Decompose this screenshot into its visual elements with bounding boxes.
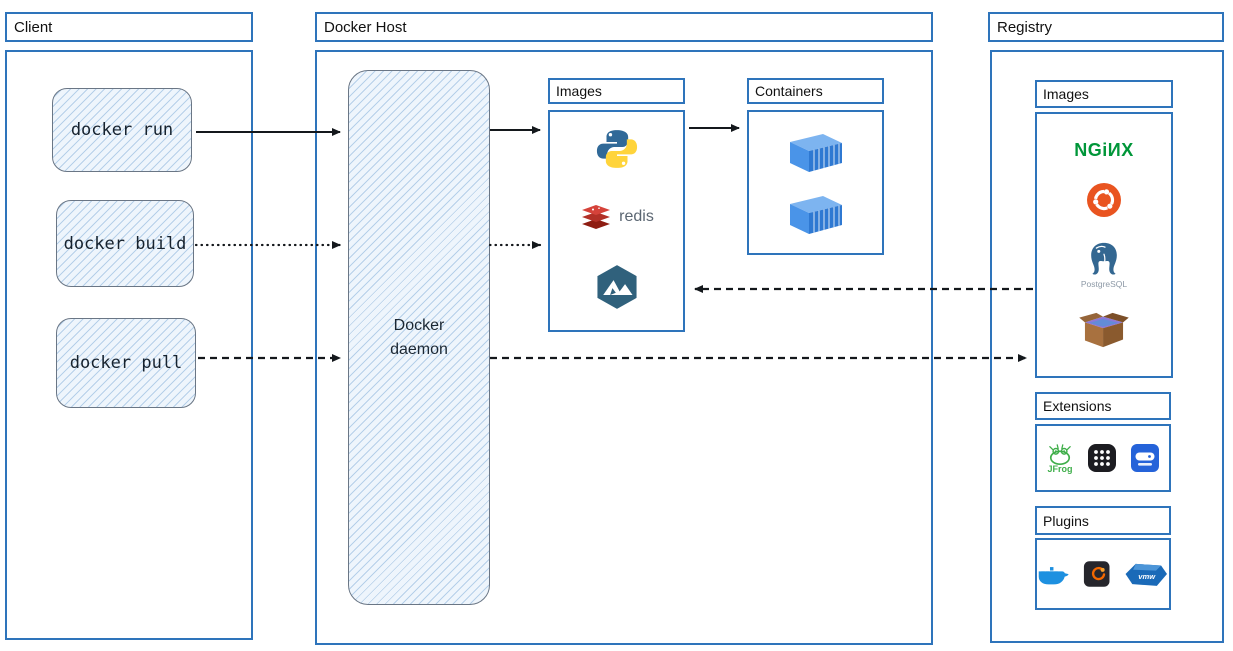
ubuntu-icon [1087,183,1121,218]
jfrog-logo: JFrog [1046,443,1074,474]
grafana-icon [1083,561,1110,587]
plugins-title-bar: Plugins [1035,506,1171,535]
postgresql-logo: PostgreSQL [1081,240,1127,289]
vmware-icon: vmw [1125,563,1168,586]
registry-images-title-bar: Images [1035,80,1173,108]
registry-images-box: NGiИX PostgreSQL [1035,112,1173,378]
containers-title-label: Containers [755,83,823,99]
registry-title-label: Registry [997,18,1053,36]
docker-build-box: docker build [56,200,194,287]
alpine-icon [596,265,637,309]
postgresql-label: PostgreSQL [1080,278,1128,289]
docker-run-label: docker run [70,120,174,140]
redis-icon [582,204,611,229]
containers-title-bar: Containers [747,78,884,104]
nginx-wordmark: NGiИX [1074,139,1134,160]
docker-daemon-label: Docker daemon [390,316,448,358]
host-images-title-bar: Images [548,78,685,104]
plugins-box: vmw [1035,538,1171,610]
extensions-box: JFrog [1035,424,1171,492]
extensions-title-label: Extensions [1043,398,1112,414]
redis-logo: redis [579,204,654,231]
postgresql-icon [1091,242,1117,275]
host-images-box: redis [548,110,685,332]
jfrog-label: JFrog [1047,463,1073,474]
extensions-title-bar: Extensions [1035,392,1171,420]
python-icon [596,130,637,168]
docker-pull-box: docker pull [56,318,196,408]
disk-usage-icon [1131,444,1159,472]
plugins-title-label: Plugins [1043,512,1089,529]
host-images-title-label: Images [556,83,602,99]
client-panel-title: Client [5,12,253,42]
container-icon [789,195,842,234]
registry-images-title-label: Images [1043,86,1089,102]
registry-panel-title: Registry [988,12,1224,42]
containers-box [747,110,884,255]
vmware-label: vmw [1139,572,1157,581]
docker-host-panel-title: Docker Host [315,12,933,42]
docker-daemon-box: Docker daemon [348,70,490,605]
container-icon [789,133,842,172]
busybox-icon [1079,313,1129,348]
docker-run-box: docker run [52,88,192,172]
docker-pull-label: docker pull [69,353,183,373]
docker-build-label: docker build [63,233,187,254]
jfrog-icon [1049,443,1071,465]
dots-grid-icon [1088,444,1116,472]
docker-whale-icon [1038,567,1069,585]
redis-label: redis [619,208,654,225]
docker-host-title-label: Docker Host [324,18,407,36]
client-title-label: Client [14,18,53,36]
